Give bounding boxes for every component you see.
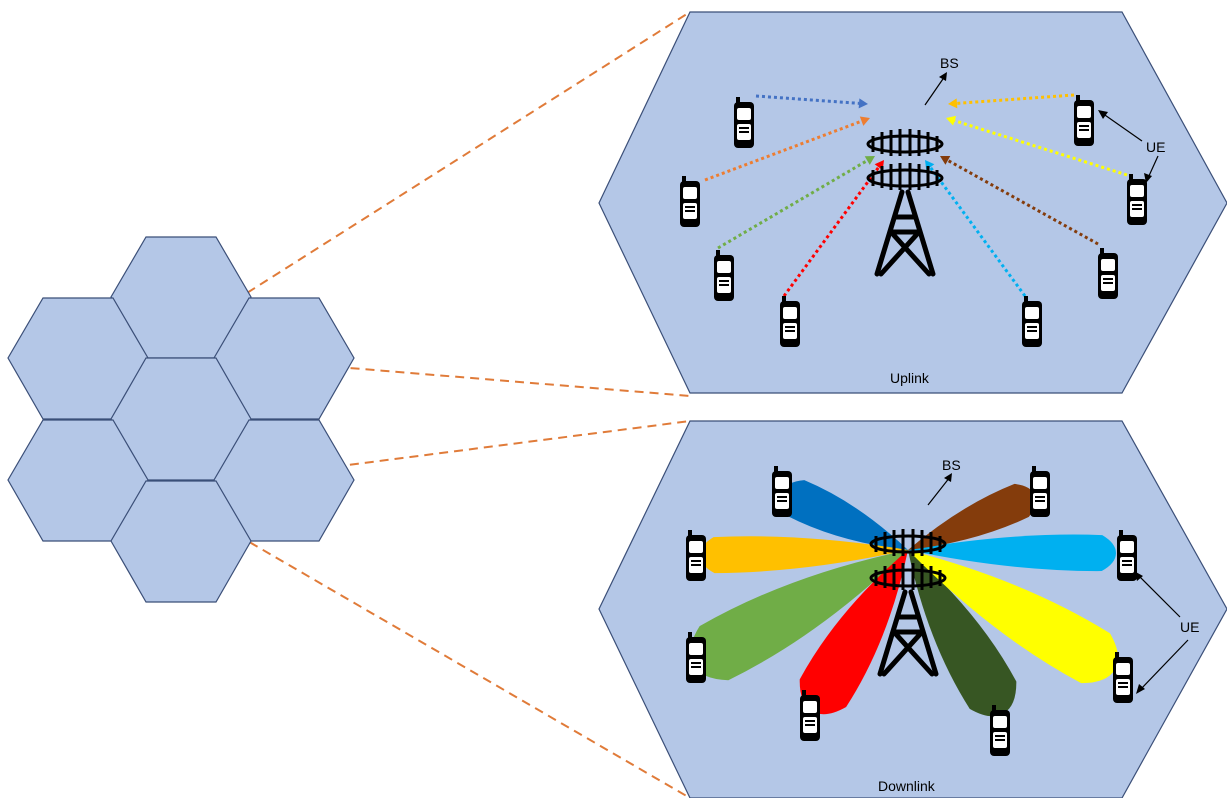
downlink-cell [598,420,1227,798]
uplink-ue-pointer-head-2 [1144,173,1152,183]
uplink-bs-pointer [924,75,946,106]
mobile-phone-icon [1030,466,1050,517]
uplink-ue-pointer-2 [1147,155,1159,179]
mobile-phone-icon [1117,530,1137,581]
uplink-ue-pointer-1 [1101,112,1143,142]
downlink-beam [700,536,908,574]
hexagonal-cell-cluster [7,236,355,603]
uplink-signal-arrow [782,166,880,297]
mobile-phone-icon [1113,652,1133,703]
downlink-ue-pointer-1 [1137,574,1181,618]
mobile-phone-icon [780,296,800,347]
downlink-beam [780,480,908,550]
uplink-ue-pointer-head-1 [1098,110,1108,119]
uplink-signal-arrowhead [940,156,951,165]
downlink-beam [799,550,908,715]
downlink-panel: BS UE Downlink [598,420,1227,798]
uplink-arrows [704,93,1128,297]
uplink-signal-arrow [954,119,1128,177]
mobile-phone-icon [1127,174,1147,225]
uplink-signal-arrowhead [948,98,958,109]
uplink-signal-arrowhead [858,98,868,109]
uplink-caption: Uplink [890,370,930,386]
mobile-phone-icon [800,690,820,741]
downlink-bs-pointer-head [944,473,952,482]
downlink-caption: Downlink [878,778,936,794]
downlink-beam [908,550,1017,717]
mobile-phone-icon [1022,296,1042,347]
mobile-phone-icon [772,466,792,517]
uplink-signal-arrow [717,159,868,250]
uplink-signal-arrowhead [946,115,957,126]
uplink-signal-arrow [704,119,863,182]
downlink-ue-pointer-2 [1139,639,1189,691]
mobile-phone-icon [714,250,734,301]
mobile-phone-icon [1098,248,1118,299]
uplink-signal-arrowhead [864,156,875,165]
mobile-phone-icon [734,97,754,148]
downlink-beam [908,483,1036,550]
downlink-ue-label: UE [1180,619,1199,635]
downlink-beams [690,480,1118,717]
downlink-beam [908,550,1118,684]
uplink-panel: BS UE Uplink [598,11,1227,394]
uplink-bs-label: BS [940,55,959,71]
uplink-bs-pointer-head [939,72,947,81]
mobile-phone-icon [990,705,1010,756]
mobile-phone-icon [1074,95,1094,146]
hex-cell-bottom [110,480,252,603]
uplink-signal-arrow [755,94,860,105]
downlink-bs-pointer [927,476,951,506]
uplink-ue-label: UE [1146,139,1165,155]
uplink-signal-arrow [929,166,1027,297]
uplink-signal-arrow [947,159,1099,246]
downlink-bs-label: BS [942,457,961,473]
downlink-beam [908,534,1116,572]
downlink-ue-pointer-head-1 [1134,571,1143,581]
hex-cell-lower-right [213,419,355,542]
downlink-beam [690,550,908,681]
mobile-phone-icon [686,530,706,581]
uplink-signal-arrow [956,93,1075,105]
uplink-signal-arrowhead [859,116,870,126]
mobile-phone-icon [680,176,700,227]
downlink-ue-pointer-head-2 [1136,684,1145,694]
mobile-phone-icon [686,632,706,683]
